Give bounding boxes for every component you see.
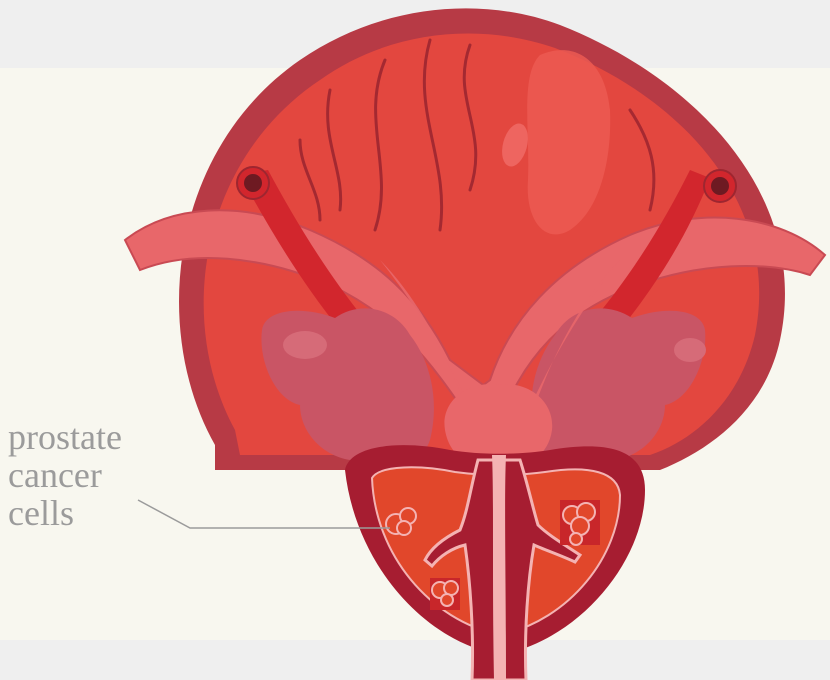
label-line-1: prostate bbox=[8, 418, 122, 456]
label-line-2: cancer bbox=[8, 456, 122, 494]
label-line-3: cells bbox=[8, 494, 122, 532]
tumor-cluster-bottom bbox=[430, 578, 460, 610]
prostate-cancer-cells-label: prostate cancer cells bbox=[8, 418, 122, 532]
tumor-cluster-right bbox=[560, 500, 600, 545]
